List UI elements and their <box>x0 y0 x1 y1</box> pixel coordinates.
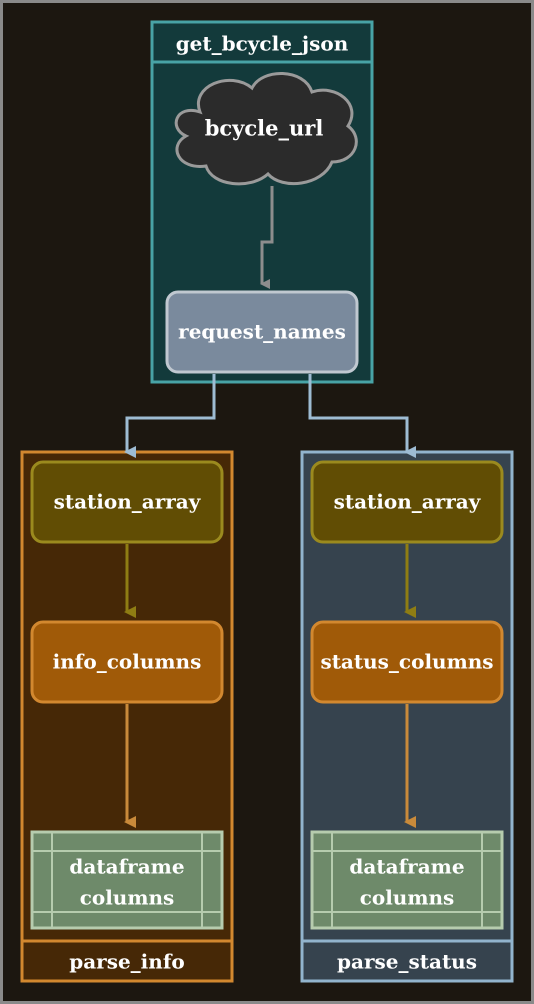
edge-bcycle-url-to-request-names <box>260 186 274 289</box>
node-status-station-array-label: station_array <box>334 490 482 514</box>
edge-request-names-to-info-station-array <box>124 374 216 458</box>
node-request-names-label: request_names <box>178 320 346 344</box>
node-info-station-array[interactable]: station_array <box>30 460 224 544</box>
cloud-icon <box>174 72 358 186</box>
node-info-columns[interactable]: info_columns <box>30 620 224 704</box>
node-info-dataframe-label-line2: columns <box>80 886 175 910</box>
edges <box>124 186 416 828</box>
node-status-columns-box <box>310 620 504 704</box>
node-status-station-array[interactable]: station_array <box>310 460 504 544</box>
node-status-station-array-box <box>310 460 504 544</box>
node-info-dataframe-label-line1: dataframe <box>69 855 184 879</box>
node-status-columns-label: status_columns <box>320 650 493 674</box>
edge-request-names-to-status-station-array <box>308 374 416 458</box>
node-info-columns-label: info_columns <box>53 650 202 674</box>
cluster-get-bcycle-json-label: get_bcycle_json <box>176 32 349 56</box>
cluster-parse-info-label: parse_info <box>69 950 185 974</box>
table-icon <box>30 830 224 930</box>
node-request-names-box <box>165 290 359 374</box>
node-status-dataframe-label-line2: columns <box>360 886 455 910</box>
node-status-dataframe-label-line1: dataframe <box>349 855 464 879</box>
node-info-station-array-label: station_array <box>54 490 202 514</box>
node-bcycle-url[interactable]: bcycle_url <box>174 72 358 186</box>
cluster-parse-status-label: parse_status <box>337 950 477 974</box>
node-request-names[interactable]: request_names <box>165 290 359 374</box>
node-status-columns[interactable]: status_columns <box>310 620 504 704</box>
node-info-columns-box <box>30 620 224 704</box>
node-status-dataframe[interactable]: dataframe columns <box>310 830 504 930</box>
node-info-station-array-box <box>30 460 224 544</box>
table-icon <box>310 830 504 930</box>
node-info-dataframe[interactable]: dataframe columns <box>30 830 224 930</box>
node-bcycle-url-label: bcycle_url <box>205 116 324 141</box>
